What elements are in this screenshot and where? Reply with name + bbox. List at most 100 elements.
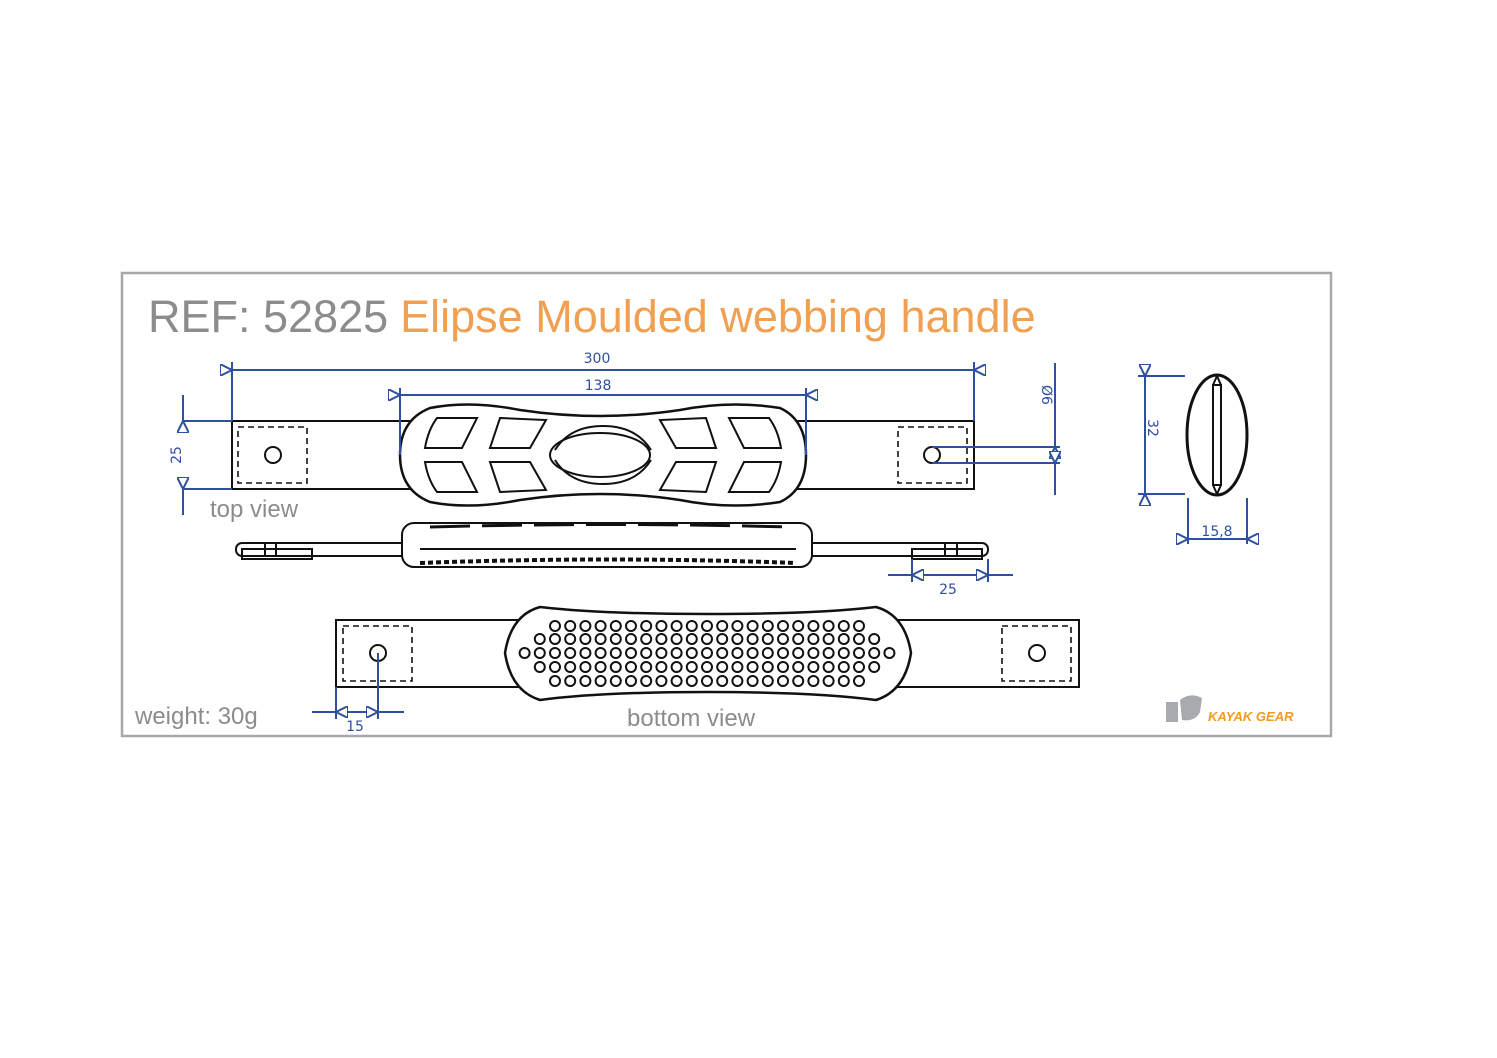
grip-dot xyxy=(564,661,577,673)
svg-text:15: 15 xyxy=(346,719,364,735)
grip-dot xyxy=(594,633,607,645)
svg-text:Ø6: Ø6 xyxy=(1038,385,1054,405)
grip-dot xyxy=(670,661,683,673)
grip-dot xyxy=(853,675,865,687)
grip-dot xyxy=(716,633,729,645)
grip-dot xyxy=(685,647,698,659)
grip-dot xyxy=(761,633,774,645)
grip-dot xyxy=(594,661,607,673)
svg-text:15,8: 15,8 xyxy=(1201,524,1232,540)
grip-dot xyxy=(625,620,637,632)
grip-dot xyxy=(822,620,835,632)
svg-text:138: 138 xyxy=(585,378,612,394)
grip-dot xyxy=(533,633,546,645)
grip-dot xyxy=(746,620,759,632)
grip-dot xyxy=(701,661,713,673)
grip-dot xyxy=(716,620,729,632)
grip-dot xyxy=(594,647,607,659)
grip-dot xyxy=(579,620,592,632)
grip-dot xyxy=(609,647,622,659)
grip-dot xyxy=(655,647,668,659)
grip-dot xyxy=(792,661,805,673)
grip-dot xyxy=(716,675,729,687)
grip-dot xyxy=(777,675,789,687)
grip-dot xyxy=(655,620,668,632)
svg-text:300: 300 xyxy=(584,351,611,367)
grip-dot xyxy=(609,633,622,645)
grip-dot xyxy=(792,647,805,659)
grip-dot xyxy=(594,675,607,687)
bottom-view-label: bottom view xyxy=(627,705,756,732)
grip-dot xyxy=(807,675,820,687)
grip-dot xyxy=(685,661,698,673)
grip-dot xyxy=(837,620,850,632)
grip-dot xyxy=(853,633,865,645)
weight-label: weight: 30g xyxy=(134,703,258,730)
grip-dot xyxy=(640,647,653,659)
dimension-overall-length: 300 xyxy=(232,351,974,421)
grip-dot xyxy=(564,675,577,687)
grip-dot xyxy=(777,633,789,645)
grip-dot xyxy=(685,675,698,687)
grip-dot xyxy=(640,675,653,687)
grip-dot xyxy=(837,675,850,687)
grip-dot xyxy=(549,647,561,659)
ref-number: REF: 52825 xyxy=(148,291,388,342)
dimension-side-tab: 25 xyxy=(888,559,1013,598)
grip-dot xyxy=(807,661,820,673)
grip-dot xyxy=(549,620,561,632)
grip-dot xyxy=(746,633,759,645)
grip-dot xyxy=(746,675,759,687)
grip-dot xyxy=(716,661,729,673)
grip-dot xyxy=(640,633,653,645)
grip-dot xyxy=(701,647,713,659)
grip-dot xyxy=(609,661,622,673)
grip-dot xyxy=(549,661,561,673)
grip-dot xyxy=(731,661,744,673)
product-name: Elipse Moulded webbing handle xyxy=(400,291,1035,342)
grip-dot xyxy=(822,675,835,687)
grip-dot xyxy=(777,620,789,632)
grip-dot xyxy=(640,661,653,673)
grip-dot xyxy=(868,661,881,673)
grip-dot xyxy=(564,620,577,632)
grip-dot xyxy=(761,675,774,687)
svg-text:KAYAK GEAR: KAYAK GEAR xyxy=(1208,709,1294,724)
grip-dot xyxy=(761,620,774,632)
grip-dot xyxy=(564,633,577,645)
drawing-frame xyxy=(120,271,1333,738)
grip-dot xyxy=(549,675,561,687)
grip-dot xyxy=(701,620,713,632)
grip-dot xyxy=(746,661,759,673)
grip-dot xyxy=(716,647,729,659)
grip-dot xyxy=(625,675,637,687)
grip-dot xyxy=(655,633,668,645)
grip-dot xyxy=(594,620,607,632)
grip-dot xyxy=(822,647,835,659)
top-view xyxy=(231,403,975,507)
dimension-strap-width: 25 xyxy=(169,395,232,515)
side-view xyxy=(235,522,989,568)
grip-dot xyxy=(822,661,835,673)
dimension-grip-length: 138 xyxy=(400,378,806,455)
grip-dot xyxy=(731,647,744,659)
grip-dot xyxy=(533,661,546,673)
grip-dot xyxy=(807,620,820,632)
grip-dot xyxy=(655,675,668,687)
grip-dot xyxy=(761,661,774,673)
grip-dot xyxy=(746,647,759,659)
grip-dot xyxy=(701,633,713,645)
grip-dot xyxy=(579,675,592,687)
dimension-hole-diameter: Ø6 xyxy=(932,363,1060,495)
grip-dot xyxy=(625,633,637,645)
grip-dot xyxy=(670,620,683,632)
grip-dot xyxy=(625,647,637,659)
grip-dot xyxy=(792,675,805,687)
grip-dot xyxy=(853,661,865,673)
grip-dot xyxy=(579,647,592,659)
top-view-label: top view xyxy=(210,496,299,523)
grip-dot xyxy=(685,633,698,645)
grip-dot xyxy=(792,620,805,632)
